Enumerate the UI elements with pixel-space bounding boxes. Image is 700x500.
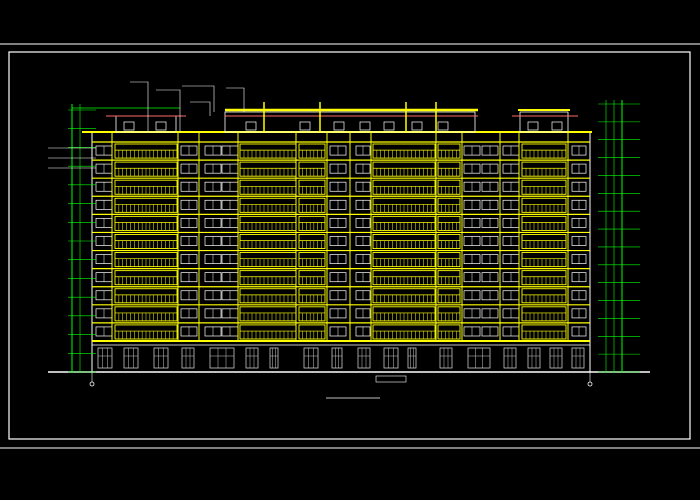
storefront bbox=[503, 347, 517, 369]
storefront bbox=[357, 347, 371, 369]
balcony bbox=[298, 179, 326, 195]
storefront bbox=[571, 347, 585, 369]
storefront bbox=[181, 347, 195, 369]
leader-line bbox=[226, 87, 245, 112]
balcony bbox=[521, 161, 567, 177]
balcony bbox=[521, 234, 567, 249]
leader-line bbox=[190, 101, 211, 116]
balcony bbox=[298, 143, 326, 159]
storefront bbox=[97, 347, 113, 369]
storefront bbox=[331, 347, 343, 369]
storefront bbox=[209, 347, 235, 369]
balcony bbox=[521, 197, 567, 213]
balcony bbox=[372, 179, 436, 195]
balcony bbox=[521, 179, 567, 195]
balcony bbox=[521, 306, 567, 322]
balcony bbox=[298, 324, 326, 340]
storefront bbox=[153, 347, 169, 369]
balcony bbox=[298, 270, 326, 286]
leader-line bbox=[182, 85, 215, 112]
roof-stair-box-right bbox=[519, 111, 569, 133]
roof-window bbox=[551, 121, 563, 131]
roof-window bbox=[383, 121, 395, 131]
leader-line bbox=[156, 89, 181, 132]
roof-window bbox=[123, 121, 135, 131]
balcony bbox=[521, 324, 567, 340]
balcony bbox=[298, 161, 326, 177]
balcony bbox=[114, 179, 178, 195]
building-elevation bbox=[48, 102, 650, 399]
balcony bbox=[521, 288, 567, 304]
roof-window bbox=[245, 121, 257, 131]
balcony bbox=[521, 215, 567, 231]
roof-window bbox=[411, 121, 423, 131]
balcony bbox=[298, 288, 326, 304]
base-tag-box bbox=[375, 375, 407, 383]
storefront bbox=[303, 347, 319, 369]
storefront bbox=[123, 347, 139, 369]
roof-window bbox=[359, 121, 371, 131]
roof-window bbox=[299, 121, 311, 131]
leader-line bbox=[130, 81, 149, 132]
roof-window bbox=[437, 121, 449, 131]
storefront bbox=[549, 347, 563, 369]
storefront bbox=[527, 347, 541, 369]
balcony bbox=[521, 270, 567, 286]
balcony bbox=[298, 197, 326, 213]
balcony bbox=[521, 143, 567, 159]
balcony bbox=[298, 234, 326, 249]
storefront bbox=[467, 347, 491, 369]
balcony bbox=[298, 306, 326, 322]
storefront bbox=[383, 347, 399, 369]
sheet-border bbox=[8, 51, 691, 440]
balcony bbox=[298, 215, 326, 231]
balcony bbox=[521, 252, 567, 268]
storefront bbox=[269, 347, 279, 369]
dimension-lines bbox=[48, 81, 640, 373]
balcony bbox=[298, 252, 326, 268]
balcony bbox=[437, 179, 461, 195]
storefront bbox=[439, 347, 453, 369]
roof-window bbox=[333, 121, 345, 131]
storefront bbox=[245, 347, 259, 369]
roof-window bbox=[155, 121, 167, 131]
roof-window bbox=[527, 121, 539, 131]
storefront bbox=[407, 347, 417, 369]
